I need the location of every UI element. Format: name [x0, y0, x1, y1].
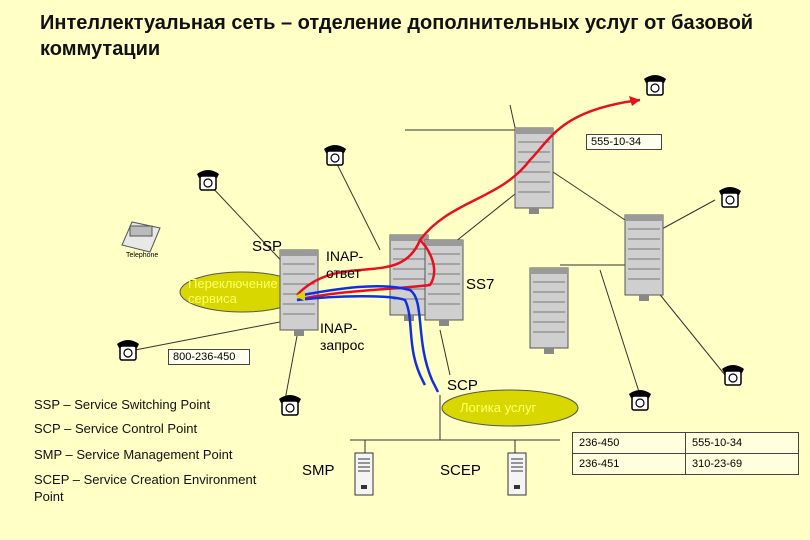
legend-scep: SCEP – Service Creation Environment Poin…: [34, 472, 257, 504]
call-path-line: [296, 98, 641, 296]
inap-answer-label: INAP- ответ: [326, 248, 364, 281]
page-title: Интеллектуальная сеть – отделение дополн…: [40, 12, 754, 60]
number-top-box: 555-10-34: [586, 134, 662, 150]
table-row: 236-451 310-23-69: [572, 453, 799, 475]
phone-bottom-center-icon: [278, 394, 302, 416]
legend-ssp: SSP – Service Switching Point: [34, 397, 211, 412]
right-switch-server: [624, 214, 664, 302]
table-cell: 236-451: [572, 453, 686, 475]
table-cell: 310-23-69: [685, 453, 799, 475]
ss7-label: SS7: [466, 276, 495, 293]
ssp-label: SSP: [252, 238, 283, 255]
service-switching-label: Переключение сервиса: [188, 276, 278, 306]
ssp-arrow-head: [295, 291, 305, 301]
call-arrow-head: [629, 96, 640, 106]
service-logic-label: Логика услуг: [460, 400, 537, 415]
table-row: 236-450 555-10-34: [572, 432, 799, 454]
number-left-box: 800-236-450: [168, 349, 250, 365]
phone-right-icon: [718, 186, 742, 208]
scep-label: SCEP: [440, 462, 481, 479]
phone-top-left-icon: [196, 169, 220, 191]
scep-computer: [507, 452, 527, 496]
signal-path-line: [296, 284, 440, 393]
desk-telephone-icon: [121, 221, 161, 253]
scp-ellipse: [441, 389, 579, 427]
telephone-caption: Telephone: [126, 252, 159, 259]
smp-label: SMP: [302, 462, 335, 479]
call-path-line-2: [296, 239, 436, 302]
ss7-server-3: [529, 267, 569, 355]
smp-computer: [354, 452, 374, 496]
signal-path-line-2: [296, 295, 427, 386]
legend-smp: SMP – Service Management Point: [34, 447, 233, 462]
phone-top-center-icon: [323, 144, 347, 166]
scp-label: SCP: [447, 377, 478, 394]
phone-top-right-icon: [643, 74, 667, 96]
table-cell: 555-10-34: [685, 432, 799, 454]
table-cell: 236-450: [572, 432, 686, 454]
phone-bottom-right2-icon: [628, 389, 652, 411]
phone-left-icon: [116, 339, 140, 361]
number-mapping-table: 236-450 555-10-34 236-451 310-23-69: [572, 432, 799, 475]
inap-request-label: INAP- запрос: [320, 320, 365, 353]
phone-bottom-right-icon: [721, 364, 745, 386]
legend-scp: SCP – Service Control Point: [34, 421, 198, 436]
